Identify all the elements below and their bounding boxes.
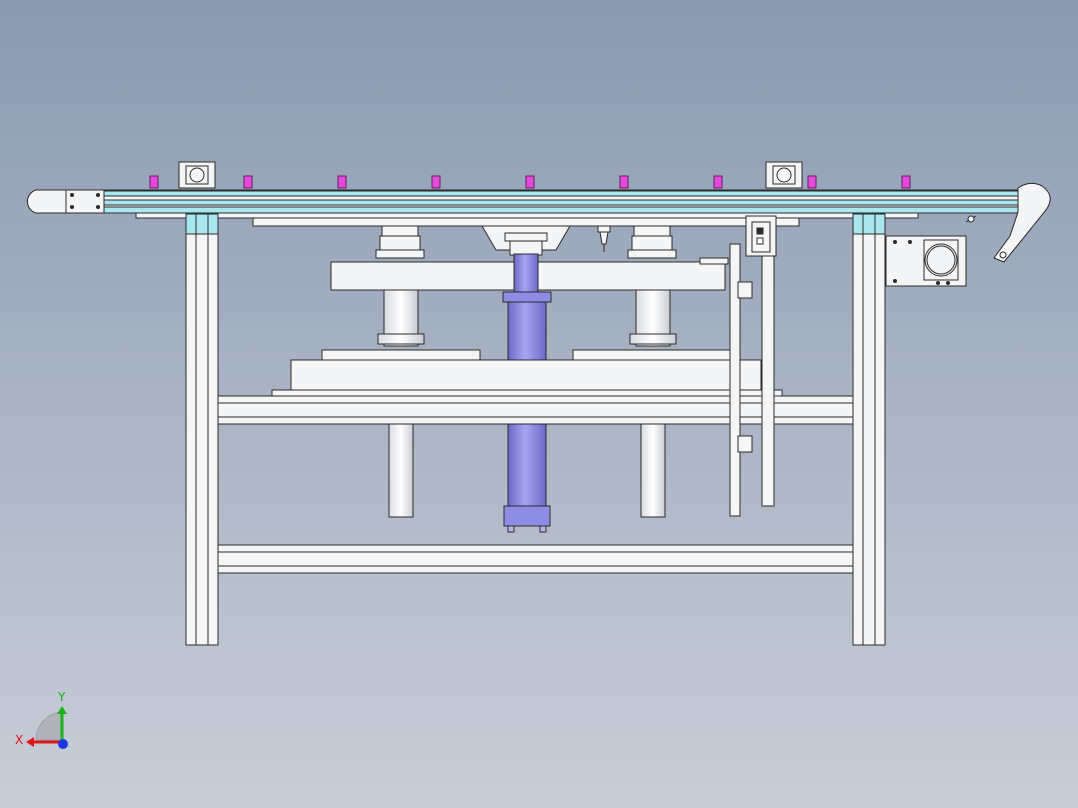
axis-x-label: X [15,733,24,747]
vertical-guide-rail [729,243,775,517]
guide-rod-left-lower [388,423,414,518]
axis-triad [26,706,68,749]
plate-bracket [699,257,729,265]
bearing-block-left [178,161,216,189]
lower-pad-right [572,349,732,361]
upper-support-beam [135,212,919,219]
switch-box[interactable] [745,215,777,257]
frame-leg-right [852,213,886,646]
lower-pad-left [321,349,481,361]
top-mounting-plate [252,217,800,227]
machine-assembly[interactable] [27,161,1051,646]
pneumatic-cylinder [502,253,552,533]
bearing-block-right [765,161,803,189]
guide-collar-right [627,225,677,259]
drive-motor [885,235,967,287]
axis-y-label: Y [58,690,66,704]
frame-leg-left [185,213,219,646]
guide-rod-right-lower [640,423,666,518]
conveyor-belt[interactable] [27,189,1045,214]
conveyor-drive-end [965,182,1051,263]
middle-cross-beam [217,395,854,425]
lower-cross-beam [217,544,854,574]
lower-press-plate [290,359,762,391]
conveyor-pins [149,175,911,189]
guide-collar-left [375,225,425,259]
sensor-nozzle [597,225,611,252]
